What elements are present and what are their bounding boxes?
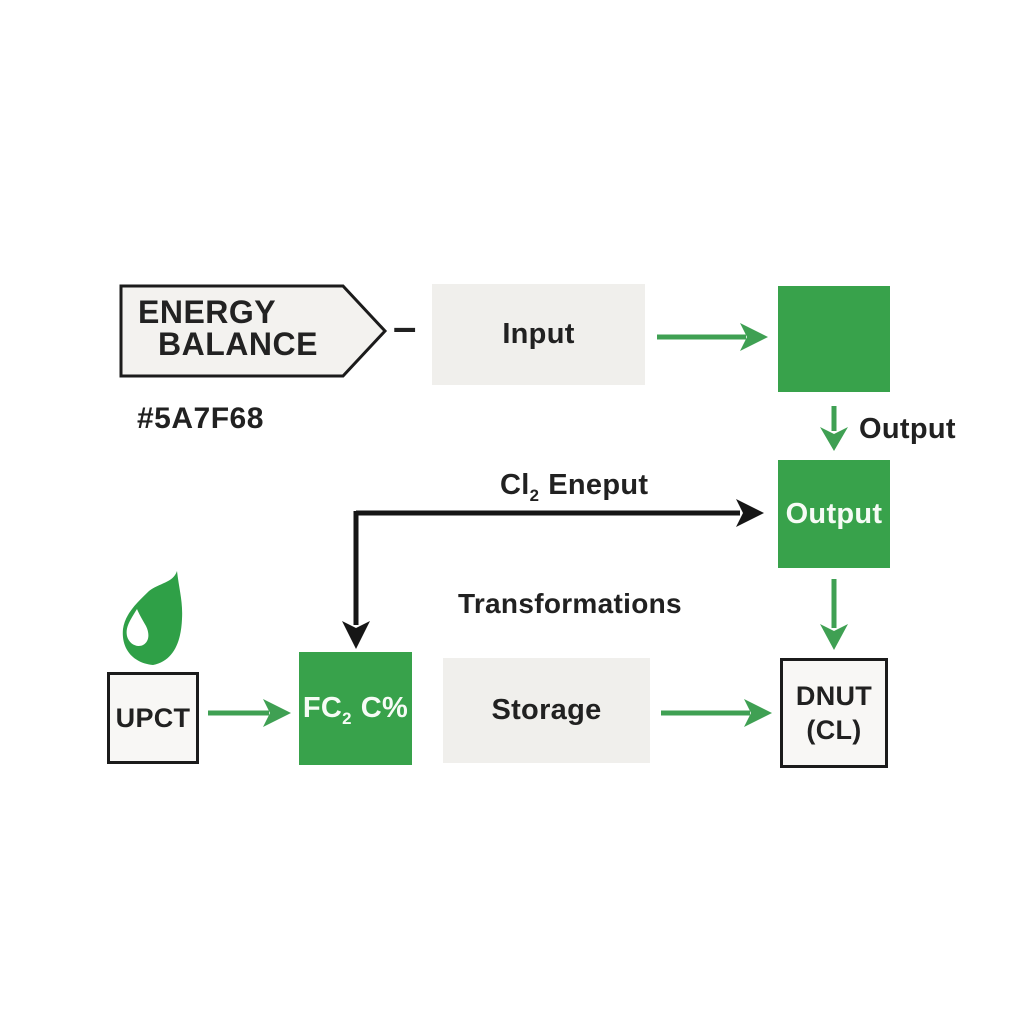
output-arrow-label: Output	[859, 413, 956, 445]
transformations-label: Transformations	[458, 588, 682, 619]
color-code-label: #5A7F68	[137, 402, 264, 435]
storage-node-label: Storage	[491, 694, 602, 726]
input-node-label: Input	[502, 318, 575, 350]
cl2-eneput-rest: Eneput	[548, 469, 649, 501]
banner-title-line1: ENERGY	[138, 294, 277, 330]
dnut-node-line1: DNUT	[795, 681, 873, 711]
cl2-eneput-sub: 2	[529, 485, 540, 505]
cl2-eneput-branch-arrow-icon	[342, 499, 764, 649]
dnut-node-line2: (CL)	[806, 715, 862, 745]
collector-node	[778, 286, 890, 392]
arrow-collector-to-output-icon	[820, 406, 848, 451]
energy-balance-banner	[119, 284, 388, 378]
output-node-label: Output	[785, 497, 883, 530]
fc-node: FC2 C%	[299, 652, 412, 765]
arrow-storage-to-dnut-icon	[661, 699, 772, 727]
storage-node: Storage	[443, 658, 650, 763]
arrow-input-to-collector-icon	[657, 323, 768, 351]
banner-title: ENERGY BALANCE	[138, 296, 368, 360]
arrow-output-to-dnut-icon	[820, 579, 848, 650]
fc-node-label: FC2 C%	[302, 692, 409, 728]
arrow-upct-to-fc-icon	[208, 699, 291, 727]
fc-node-main: FC	[302, 692, 343, 724]
flame-icon	[122, 571, 183, 665]
cl2-eneput-main: Cl	[500, 469, 530, 501]
fc-node-sub: 2	[342, 708, 352, 728]
fc-node-rest: C%	[360, 692, 409, 724]
output-node: Output	[778, 460, 890, 568]
upct-node-label: UPCT	[115, 702, 191, 733]
cl2-eneput-label: Cl2 Eneput	[500, 469, 649, 505]
input-node: Input	[432, 284, 645, 385]
banner-title-line2: BALANCE	[158, 326, 318, 362]
dnut-node: DNUT (CL)	[780, 658, 888, 768]
dash-separator: –	[393, 303, 417, 350]
upct-node: UPCT	[107, 672, 199, 764]
